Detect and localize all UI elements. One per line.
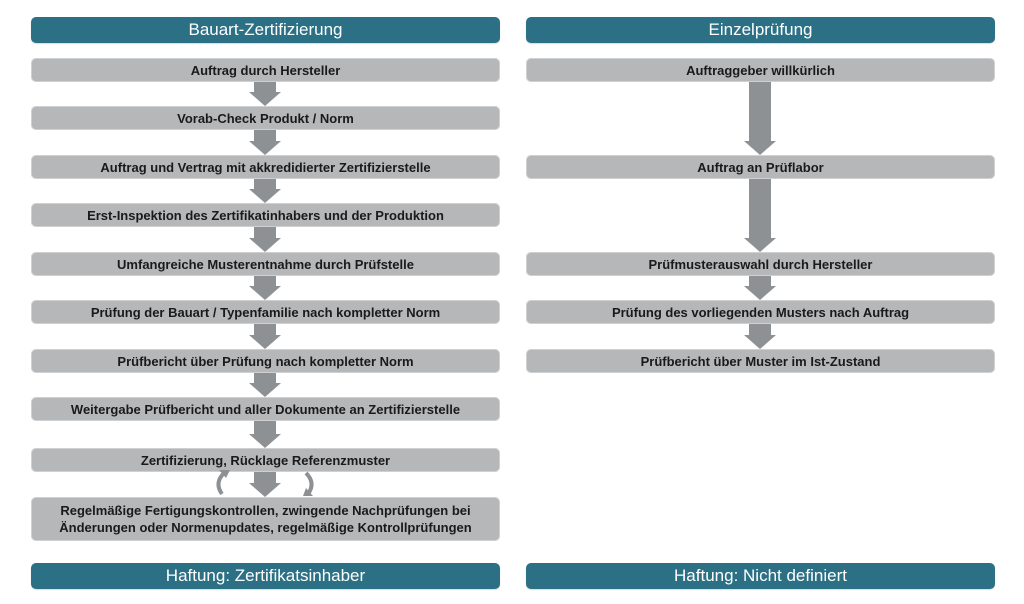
left-flow-arrow-5: [249, 276, 281, 300]
right-column-title: Einzelprüfung: [526, 17, 995, 43]
right-step-5: Prüfbericht über Muster im Ist-Zustand: [526, 349, 995, 373]
right-flow-arrow-1: [744, 82, 776, 155]
right-flow-arrow-2: [744, 179, 776, 252]
left-flow-arrow-3: [249, 179, 281, 203]
left-step-8: Weitergabe Prüfbericht und aller Dokumen…: [31, 397, 500, 421]
left-step-6: Prüfung der Bauart / Typenfamilie nach k…: [31, 300, 500, 324]
right-column-footer: Haftung: Nicht definiert: [526, 563, 995, 589]
left-step-3: Auftrag und Vertrag mit akkredidierter Z…: [31, 155, 500, 179]
right-flow-arrow-4: [744, 324, 776, 349]
right-step-4: Prüfung des vorliegenden Musters nach Au…: [526, 300, 995, 324]
left-flow-arrow-2: [249, 130, 281, 155]
cycle-arrow-left-icon: [216, 471, 226, 496]
left-flow-arrow-9: [249, 472, 281, 497]
right-step-2: Auftrag an Prüflabor: [526, 155, 995, 179]
left-column-title: Bauart-Zertifizierung: [31, 17, 500, 43]
left-step-1: Auftrag durch Hersteller: [31, 58, 500, 82]
left-flow-arrow-1: [249, 82, 281, 106]
left-flow-arrow-8: [249, 421, 281, 448]
right-step-3: Prüfmusterauswahl durch Hersteller: [526, 252, 995, 276]
left-step-7: Prüfbericht über Prüfung nach kompletter…: [31, 349, 500, 373]
left-flow-arrow-4: [249, 227, 281, 252]
right-step-1: Auftraggeber willkürlich: [526, 58, 995, 82]
left-flow-arrow-7: [249, 373, 281, 397]
cycle-arrowhead-right: [303, 488, 313, 496]
left-step-2: Vorab-Check Produkt / Norm: [31, 106, 500, 130]
right-flow-arrow-3: [744, 276, 776, 300]
left-step-4: Erst-Inspektion des Zertifikatinhabers u…: [31, 203, 500, 227]
left-flow-arrow-6: [249, 324, 281, 349]
left-step-10-line-1: Regelmäßige Fertigungskontrollen, zwinge…: [60, 503, 471, 518]
left-step-5: Umfangreiche Musterentnahme durch Prüfst…: [31, 252, 500, 276]
cycle-arrow-right-icon: [304, 471, 314, 496]
left-step-9: Zertifizierung, Rücklage Referenzmuster: [31, 448, 500, 472]
left-step-10-line-2: Änderungen oder Normenupdates, regelmäßi…: [59, 520, 472, 535]
left-step-10: Regelmäßige Fertigungskontrollen, zwinge…: [31, 497, 500, 541]
left-column-footer: Haftung: Zertifikatsinhaber: [31, 563, 500, 589]
